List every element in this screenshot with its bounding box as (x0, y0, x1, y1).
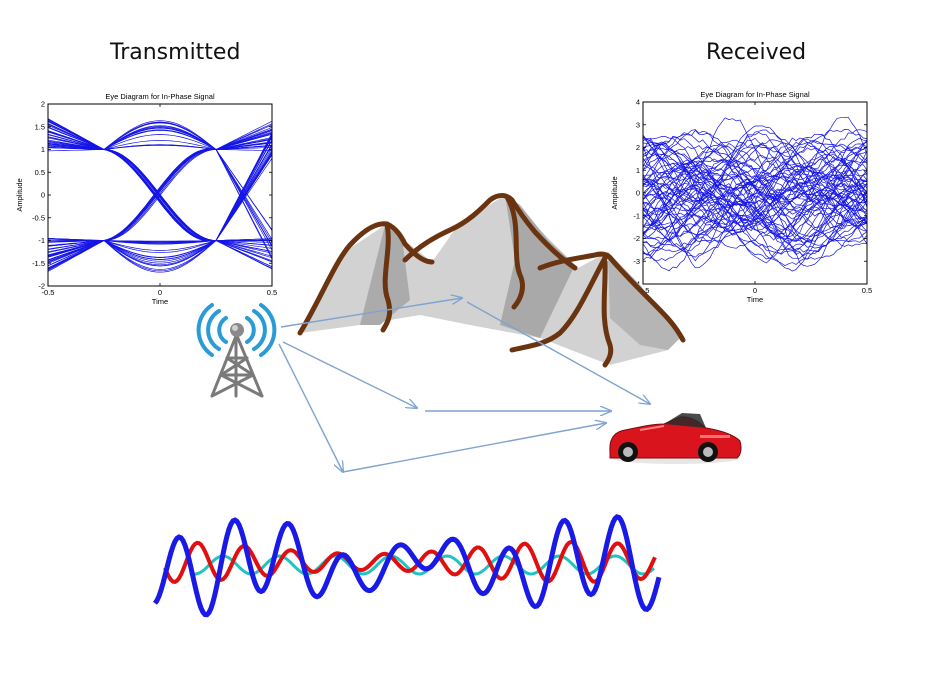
eye-trace (48, 123, 272, 241)
y-tick-label: 2 (636, 143, 640, 152)
eye-trace (643, 172, 867, 205)
y-tick-label: 2 (41, 100, 45, 109)
eye-traces (48, 118, 272, 273)
path-arrow-mountain (280, 298, 462, 328)
signal-paths (278, 298, 650, 473)
y-tick-label: 0 (41, 191, 45, 200)
y-tick-label: -1.5 (32, 259, 45, 268)
eye-trace (48, 240, 272, 258)
eye-trace (48, 144, 272, 241)
eye-trace (48, 239, 272, 261)
y-tick-label: 0 (636, 189, 640, 198)
eye-trace (48, 124, 272, 262)
y-tick-label: -0.5 (32, 213, 45, 222)
wave-cyan (189, 554, 656, 576)
antenna-tower-icon (196, 303, 277, 398)
x-tick-label: 0.5 (862, 286, 872, 295)
chart-title: Eye Diagram for In-Phase Signal (105, 92, 215, 101)
eye-trace (643, 192, 867, 238)
eye-trace (643, 195, 867, 257)
y-axis-label: Amplitude (15, 178, 24, 211)
eye-trace (643, 174, 867, 225)
eye-trace (643, 159, 867, 217)
eye-trace (643, 140, 867, 183)
eye-trace (643, 150, 867, 242)
x-axis-label: Time (152, 297, 168, 306)
y-tick-label: 4 (636, 98, 640, 107)
eye-trace (643, 206, 867, 244)
eye-trace (643, 175, 867, 212)
y-tick-label: -2 (633, 234, 640, 243)
eye-trace (643, 155, 867, 232)
eye-trace (643, 153, 867, 228)
x-tick-label: -0.5 (42, 288, 55, 297)
wave-blue (152, 514, 662, 618)
eye-trace (48, 140, 272, 242)
eye-trace (643, 191, 867, 234)
eye-trace (48, 139, 272, 257)
eye-trace (48, 158, 272, 272)
y-tick-label: 3 (636, 120, 640, 129)
y-tick-label: 1.5 (35, 122, 45, 131)
chart-title: Eye Diagram for In-Phase Signal (700, 90, 810, 99)
eye-trace (48, 130, 272, 257)
x-tick-label: 0.5 (267, 288, 277, 297)
y-tick-label: 1 (636, 166, 640, 175)
car-icon (609, 413, 742, 464)
path-arrow-reflected (466, 301, 650, 404)
eye-trace (643, 212, 867, 252)
path-arrow-direct-1 (282, 341, 417, 408)
eye-trace (643, 183, 867, 230)
x-axis-label: Time (747, 295, 763, 304)
eye-trace (643, 129, 867, 182)
y-tick-label: -1 (38, 236, 45, 245)
x-tick-label: 0 (753, 286, 757, 295)
eye-trace (643, 143, 867, 235)
eye-trace (643, 190, 867, 272)
x-tick-label: 0 (158, 288, 162, 297)
path-arrow-ground-1 (278, 343, 343, 472)
eye-trace (643, 129, 867, 220)
eye-trace (643, 162, 867, 193)
transmitted-eye-diagram: -0.5 0 0.5 2 1.5 1 0.5 0 -0.5 -1 -1.5 -2 Eye Diagram… (15, 92, 277, 306)
eye-trace (643, 177, 867, 269)
eye-trace (643, 160, 867, 206)
y-tick-label: 1 (41, 145, 45, 154)
eye-traces (643, 116, 867, 272)
y-tick-label: 0.5 (35, 168, 45, 177)
eye-trace (643, 182, 867, 237)
eye-trace (48, 118, 272, 150)
eye-trace (643, 173, 867, 208)
y-tick-label: -1 (633, 211, 640, 220)
eye-trace (643, 133, 867, 218)
mountains-icon (297, 193, 686, 368)
eye-trace (643, 137, 867, 204)
y-tick-label: -3 (633, 257, 640, 266)
transmitted-heading: Transmitted (110, 40, 241, 65)
eye-trace (643, 142, 867, 177)
eye-trace (48, 126, 272, 253)
path-arrow-ground-2 (342, 423, 606, 473)
y-tick-label: -2 (38, 282, 45, 291)
y-axis-label: Amplitude (610, 176, 619, 209)
eye-trace (643, 145, 867, 213)
eye-trace (643, 143, 867, 181)
eye-trace (643, 139, 867, 228)
eye-trace (643, 155, 867, 242)
multipath-waveforms (152, 514, 662, 618)
eye-trace (643, 158, 867, 231)
eye-trace (643, 157, 867, 249)
received-heading: Received (706, 40, 807, 65)
eye-trace (48, 134, 272, 267)
